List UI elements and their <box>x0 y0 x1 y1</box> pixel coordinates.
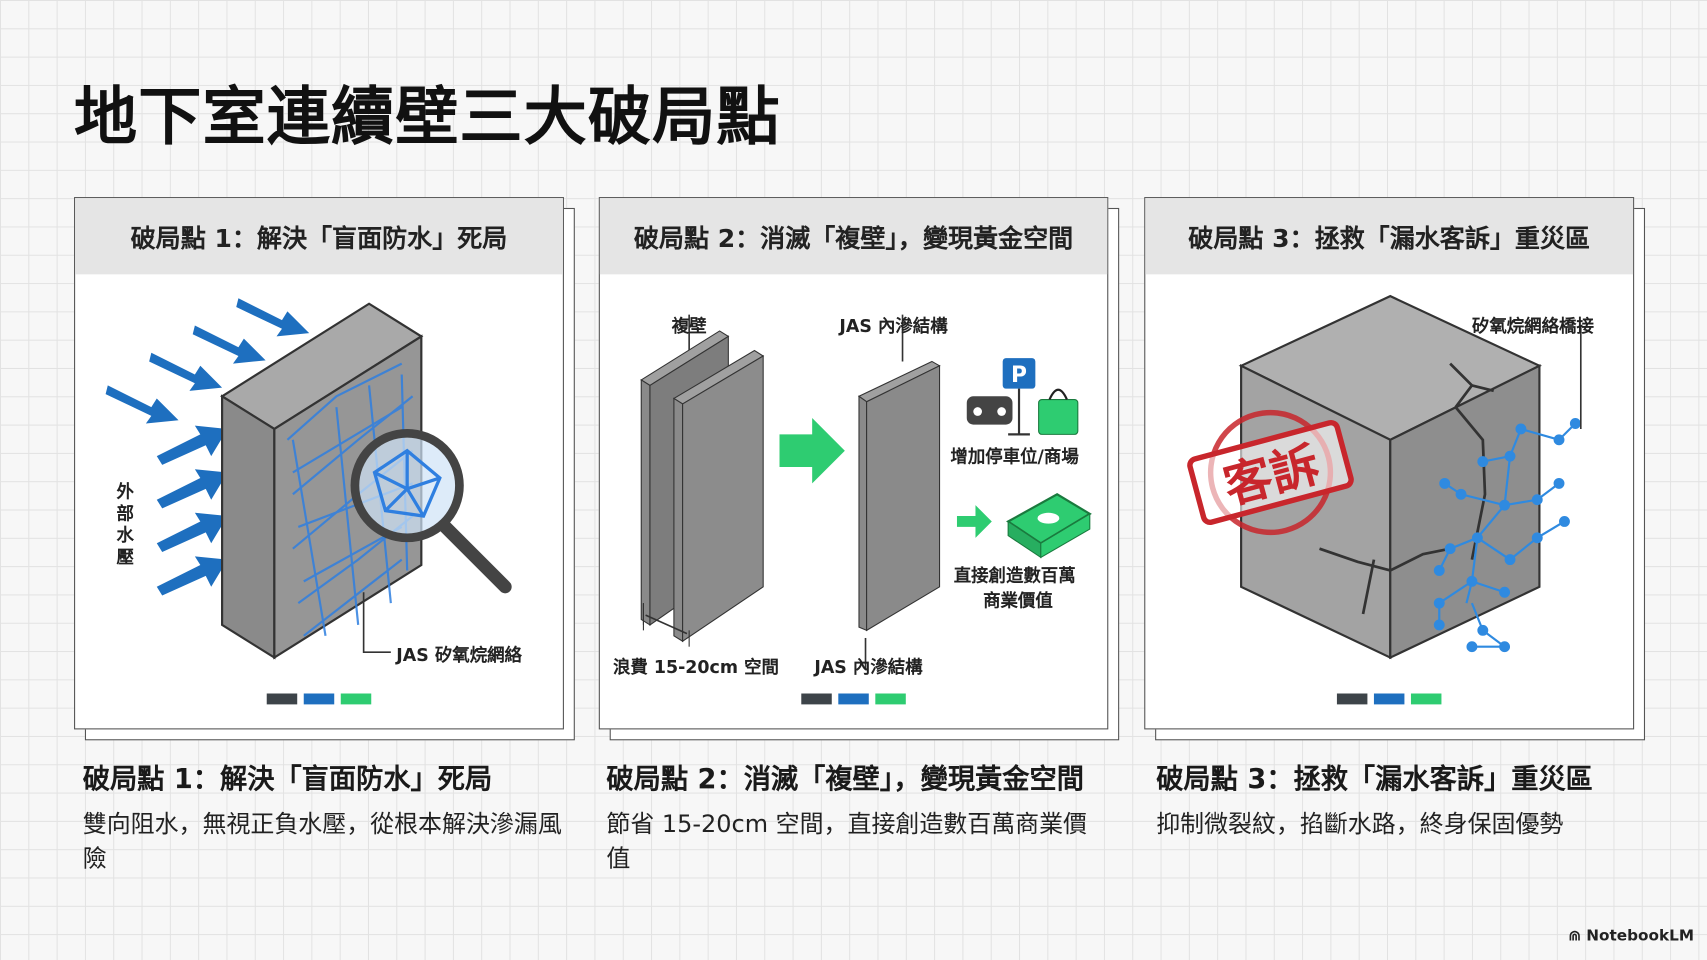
small-arrow-icon <box>956 505 992 538</box>
caption-title: 破局點 2：消滅「複壁」，變現黃金空間 <box>606 763 1084 795</box>
swatch-dark <box>266 693 298 705</box>
parking-label: 增加停車位/商場 <box>950 446 1079 468</box>
water-pressure-arrows-icon <box>105 298 310 596</box>
caption-body: 雙向阻水，無視正負水壓，從根本解決滲漏風險 <box>82 811 562 874</box>
network-bridge-label: 矽氧烷網絡橋接 <box>1471 315 1594 337</box>
swatch-green <box>340 693 372 705</box>
page-title: 地下室連續壁三大破局點 <box>74 79 781 154</box>
shopping-bag-icon <box>1038 388 1079 435</box>
svg-text:P: P <box>1011 363 1027 388</box>
value-label-2: 商業價值 <box>983 590 1053 611</box>
parking-icon: P <box>1002 358 1036 436</box>
double-wall-label: 複壁 <box>671 315 707 337</box>
panel-header: 破局點 3：拯救「漏水客訴」重災區 <box>1145 198 1634 275</box>
notebooklm-logo-icon: ⋒ <box>1568 927 1587 945</box>
caption-1: 破局點 1：解決「盲面防水」死局 雙向阻水，無視正負水壓，從根本解決滲漏風險 <box>83 758 584 878</box>
jas-structure-top-label: JAS 內滲結構 <box>839 315 948 337</box>
green-arrow-icon <box>779 418 845 484</box>
wall-network-illustration <box>105 298 512 660</box>
car-icon <box>966 396 1013 425</box>
panel-card: 破局點 3：拯救「漏水客訴」重災區 客訴 <box>1144 197 1635 730</box>
brand-label: NotebookLM <box>1586 927 1695 945</box>
swatch-green <box>1410 693 1442 705</box>
panel-1: 破局點 1：解決「盲面防水」死局 <box>74 197 575 741</box>
jas-structure-bottom-label: JAS 內滲結構 <box>814 656 923 678</box>
panel-3: 破局點 3：拯救「漏水客訴」重災區 客訴 <box>1144 197 1646 741</box>
external-pressure-label: 外部水壓 <box>116 481 134 568</box>
notebooklm-brand: ⋒ NotebookLM <box>1568 928 1694 945</box>
panel-header: 破局點 1：解決「盲面防水」死局 <box>75 198 563 275</box>
caption-title: 破局點 3：拯救「漏水客訴」重災區 <box>1156 763 1593 795</box>
magnifier-icon <box>350 428 512 594</box>
panel-card: 破局點 2：消滅「複壁」，變現黃金空間 <box>598 197 1109 730</box>
network-label: JAS 矽氧烷網絡 <box>396 644 522 666</box>
wasted-space-label: 浪費 15-20cm 空間 <box>612 656 779 678</box>
money-stack-icon <box>1006 493 1092 559</box>
caption-3: 破局點 3：拯救「漏水客訴」重災區 抑制微裂紋，掐斷水路，終身保固優勢 <box>1156 758 1657 843</box>
color-swatches <box>1336 693 1442 705</box>
color-swatches <box>801 693 906 705</box>
panel-card: 破局點 1：解決「盲面防水」死局 <box>74 197 564 730</box>
swatch-green <box>875 693 906 705</box>
caption-body: 抑制微裂紋，掐斷水路，終身保固優勢 <box>1156 811 1564 839</box>
caption-body: 節省 15-20cm 空間，直接創造數百萬商業價值 <box>606 811 1088 874</box>
value-label: 直接創造數百萬 <box>953 565 1076 586</box>
double-wall-illustration: P <box>640 314 1092 669</box>
swatch-blue <box>1373 693 1405 705</box>
caption-title: 破局點 1：解決「盲面防水」死局 <box>82 763 493 795</box>
caption-2: 破局點 2：消滅「複壁」，變現黃金空間 節省 15-20cm 空間，直接創造數百… <box>606 758 1107 878</box>
swatch-blue <box>838 693 869 705</box>
panel-header: 破局點 2：消滅「複壁」，變現黃金空間 <box>599 198 1108 275</box>
siloxane-network-icon <box>1433 418 1581 653</box>
swatch-blue <box>303 693 335 705</box>
panel-2: 破局點 2：消滅「複壁」，變現黃金空間 <box>598 197 1120 741</box>
cracked-cube-illustration: 客訴 <box>1187 294 1582 660</box>
swatch-dark <box>801 693 832 705</box>
complaint-stamp-icon: 客訴 <box>1187 409 1354 536</box>
color-swatches <box>266 693 372 705</box>
swatch-dark <box>1336 693 1368 705</box>
